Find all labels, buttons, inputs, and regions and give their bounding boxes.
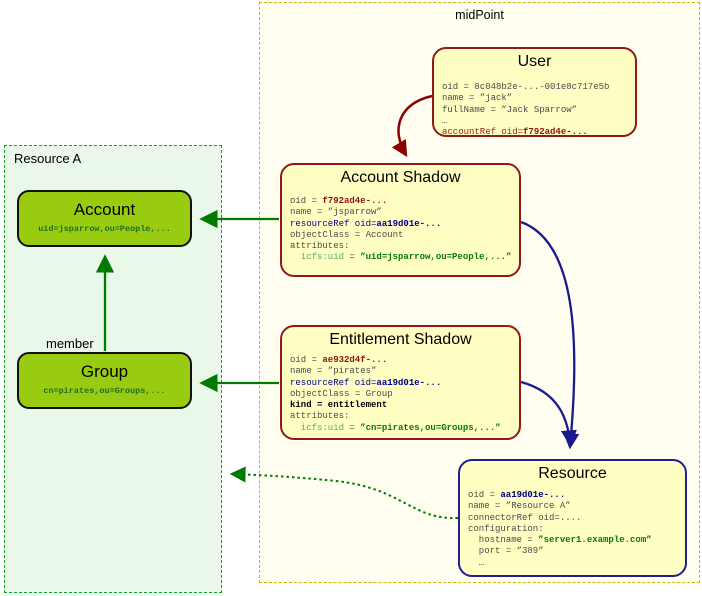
code-line: oid = aa19d01e-... — [468, 490, 566, 500]
code-line: attributes: — [290, 411, 350, 422]
group-box: Group cn=pirates,ou=Groups,... — [17, 352, 192, 409]
code-line: resourceRef oid=aa19d01e-... — [290, 218, 442, 229]
account-box-title: Account — [73, 200, 136, 219]
resource-box-title: Resource — [538, 465, 607, 482]
code-line: fullName = ”Jack Sparrow” — [442, 104, 578, 115]
code-line: port = ”389” — [468, 546, 544, 557]
code-line: name = ”pirates” — [290, 366, 377, 377]
midpoint-label: midPoint — [455, 8, 504, 22]
code-line: icfs:uid = ”cn=pirates,ou=Groups,...” — [290, 422, 501, 433]
account-box: Account uid=jsparrow,ou=People,... — [17, 190, 192, 247]
entitlement-shadow-box: Entitlement Shadow oid = ae932d4f-...nam… — [280, 325, 521, 440]
entitlement-shadow-box-title: Entitlement Shadow — [329, 331, 472, 348]
code-line: name = ”jsparrow” — [290, 207, 382, 218]
code-line: attributes: — [290, 241, 350, 252]
code-line: … — [442, 115, 448, 126]
resource-box: Resource oid = aa19d01e-...name = ”Resou… — [458, 459, 687, 577]
account-shadow-box-title: Account Shadow — [340, 169, 461, 186]
resource-box-attributes: oid = aa19d01e-...name = ”Resource A”con… — [460, 485, 685, 569]
entitlement-shadow-box-attributes: oid = ae932d4f-...name = ”pirates”resour… — [282, 351, 519, 434]
code-line: kind = entitlement — [290, 400, 388, 411]
code-line: hostname = ”server1.example.com” — [468, 535, 652, 546]
group-box-title: Group — [80, 362, 129, 381]
user-box-title: User — [517, 53, 552, 70]
code-line: connectorRef oid=.... — [468, 512, 582, 523]
code-line: objectClass = Account — [290, 229, 404, 240]
code-line: resourceRef oid=aa19d01e-... — [290, 377, 442, 388]
code-line: objectClass = Group — [290, 388, 393, 399]
code-line: configuration: — [468, 523, 544, 534]
code-line: oid = f792ad4e-... — [290, 196, 388, 206]
code-line: name = ”jack” — [442, 93, 513, 104]
code-line: oid = ae932d4f-... — [290, 355, 388, 365]
code-line: accountRef oid=f792ad4e-... — [442, 127, 588, 138]
account-box-dn: uid=jsparrow,ou=People,... — [38, 224, 171, 234]
code-line: oid = 8c048b2e-...-001e8c717e5b — [442, 82, 610, 92]
code-line: icfs:uid = ”uid=jsparrow,ou=People,...” — [290, 252, 512, 263]
group-box-dn: cn=pirates,ou=Groups,... — [43, 386, 166, 396]
code-line: … — [468, 557, 485, 568]
code-line: name = ”Resource A” — [468, 501, 571, 512]
member-association-label: member — [46, 336, 94, 351]
resource-a-label: Resource A — [14, 151, 82, 166]
account-shadow-box: Account Shadow oid = f792ad4e-...name = … — [280, 163, 521, 277]
account-shadow-box-attributes: oid = f792ad4e-...name = ”jsparrow”resou… — [282, 189, 519, 264]
